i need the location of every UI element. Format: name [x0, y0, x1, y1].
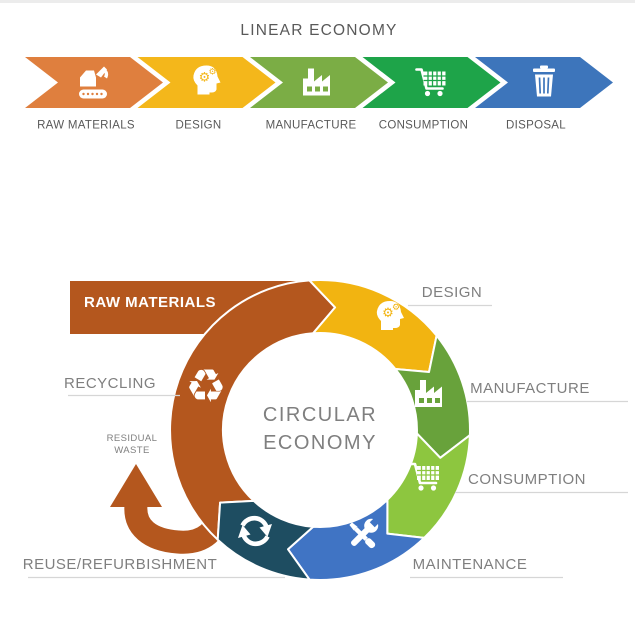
segment-label-design: DESIGN: [422, 284, 483, 301]
linear-economy-diagram: LINEAR ECONOMY RAW MATERIALS DESIGN MANU…: [25, 22, 613, 132]
step-label-disposal: DISPOSAL: [506, 120, 566, 132]
step-label-raw-materials: RAW MATERIALS: [37, 120, 135, 132]
step-label-consumption: CONSUMPTION: [379, 120, 469, 132]
segment-label-maintenance: MAINTENANCE: [413, 556, 528, 573]
recycle-icon: ♻: [185, 359, 226, 413]
center-circle: [223, 333, 417, 527]
segment-label-manufacture: MANUFACTURE: [470, 380, 590, 397]
center-title-line2: ECONOMY: [263, 432, 377, 454]
circular-economy-diagram: CIRCULAR ECONOMY ♻ RAW MATERIALS DESIGN …: [23, 279, 628, 581]
segment-label-reuse: REUSE/REFURBISHMENT: [23, 556, 218, 573]
segment-label-consumption: CONSUMPTION: [468, 471, 586, 488]
top-border: [0, 0, 635, 3]
residual-waste-label-line2: WASTE: [114, 445, 149, 456]
step-label-manufacture: MANUFACTURE: [266, 120, 357, 132]
center-title-line1: CIRCULAR: [263, 404, 377, 426]
residual-waste-arrowhead: [110, 464, 162, 507]
residual-waste-label-line1: RESIDUAL: [107, 433, 158, 444]
step-label-design: DESIGN: [176, 120, 222, 132]
segment-label-raw-materials: RAW MATERIALS: [84, 294, 216, 311]
segment-label-recycling: RECYCLING: [64, 375, 156, 392]
segment-raw-materials-recycling: [169, 279, 337, 541]
linear-economy-title: LINEAR ECONOMY: [240, 22, 397, 39]
